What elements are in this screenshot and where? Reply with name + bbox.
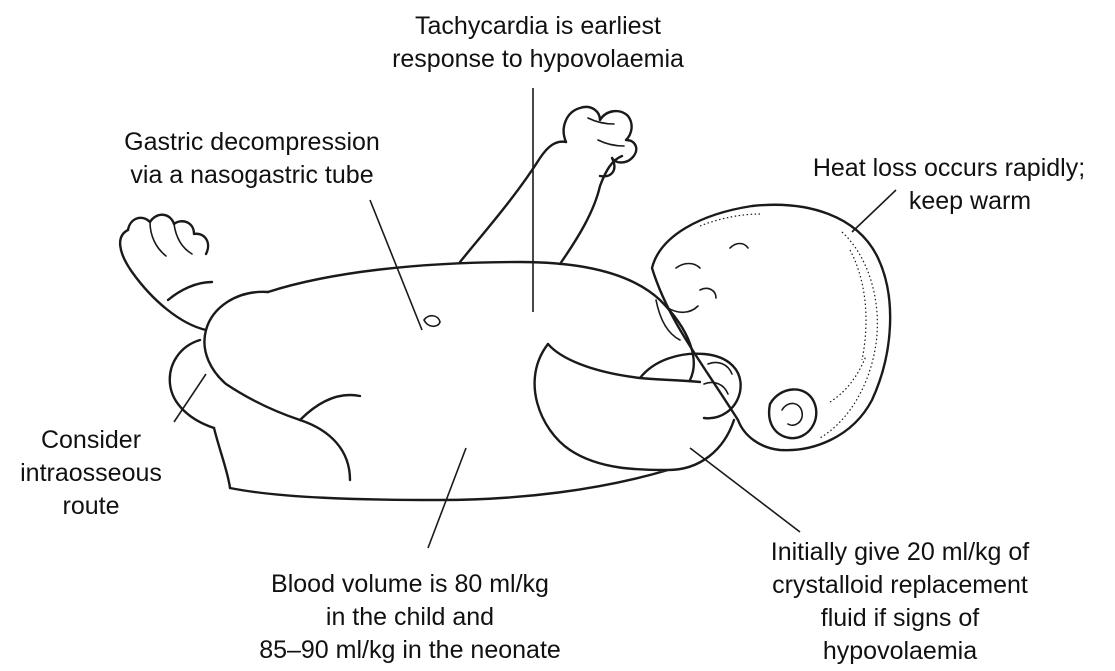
- annotation-gastric: Gastric decompression via a nasogastric …: [118, 126, 386, 192]
- torso-outline: [230, 262, 734, 500]
- mouth: [668, 306, 698, 312]
- annotation-heat-loss: Heat loss occurs rapidly; keep warm: [788, 152, 1110, 218]
- annotation-intraosseous: Consider intraosseous route: [6, 424, 176, 523]
- raised-leg: [170, 292, 350, 480]
- leader-blood-volume: [428, 448, 466, 548]
- intraosseous-line-3: route: [6, 490, 176, 523]
- annotation-blood-volume: Blood volume is 80 ml/kg in the child an…: [240, 568, 580, 667]
- heat-line-2: keep warm: [788, 185, 1110, 218]
- raised-arm: [460, 142, 622, 264]
- blood-volume-line-1: Blood volume is 80 ml/kg: [240, 568, 580, 601]
- annotation-tachycardia: Tachycardia is earliest response to hypo…: [388, 10, 688, 76]
- nose: [700, 288, 716, 298]
- fluid-line-3: fluid if signs of: [740, 602, 1060, 635]
- lower-leg: [214, 395, 360, 488]
- eye-right: [730, 244, 748, 249]
- annotation-fluid-replacement: Initially give 20 ml/kg of crystalloid r…: [740, 536, 1060, 668]
- eye-left: [676, 264, 700, 269]
- fluid-line-1: Initially give 20 ml/kg of: [740, 536, 1060, 569]
- blood-volume-line-2: in the child and: [240, 601, 580, 634]
- blood-volume-line-3: 85–90 ml/kg in the neonate: [240, 634, 580, 667]
- intraosseous-line-2: intraosseous: [6, 457, 176, 490]
- intraosseous-line-1: Consider: [6, 424, 176, 457]
- gastric-line-2: via a nasogastric tube: [118, 159, 386, 192]
- fluid-line-4: hypovolaemia: [740, 635, 1060, 668]
- tachycardia-line-1: Tachycardia is earliest: [388, 10, 688, 43]
- navel: [424, 316, 440, 327]
- head-outline: [652, 205, 890, 450]
- foot: [120, 215, 212, 330]
- fluid-line-2: crystalloid replacement: [740, 569, 1060, 602]
- heat-line-1: Heat loss occurs rapidly;: [788, 152, 1110, 185]
- tachycardia-line-2: response to hypovolaemia: [388, 43, 688, 76]
- leader-fluid: [690, 448, 800, 532]
- gastric-line-1: Gastric decompression: [118, 126, 386, 159]
- ear: [769, 389, 816, 438]
